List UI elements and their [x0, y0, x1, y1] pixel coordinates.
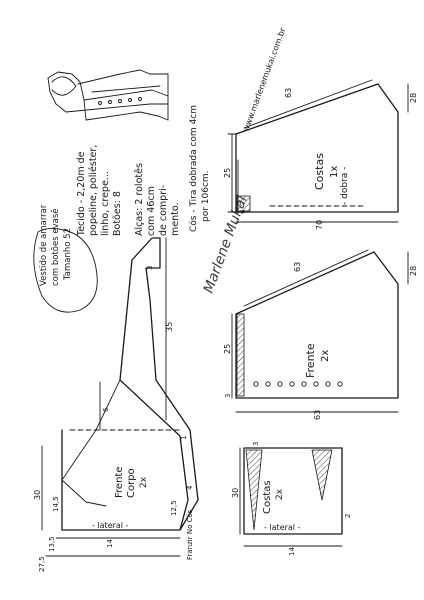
piece-frente: 63 28 25 3 63 Frente 2x [223, 249, 418, 420]
frente-corpo-length: 35 [165, 322, 174, 332]
piece-costas: 63 28 25 6 70 Costas 1x - dobra - [223, 79, 418, 230]
materials-buttons: Botões: 8 [112, 191, 123, 236]
frente-corpo-r2: 12,5 [170, 500, 178, 516]
frente-corpo-name: Frente [114, 467, 125, 498]
costas-top-measure: 63 [284, 88, 293, 98]
frente-bottom-measure: 63 [313, 410, 322, 420]
materials-straps: Alças: 2 rolotês [134, 163, 145, 236]
sash-line-2: por 106cm. [201, 170, 211, 222]
materials-fabric-types-2: linho, crepe... [100, 171, 111, 236]
title-bubble: Vestido de amarrar com botões evasê Tama… [33, 204, 98, 313]
costas-small-measure: 6 [239, 209, 247, 214]
costas-corpo-left: 30 [231, 488, 240, 498]
frente-corpo-top: 3 [146, 266, 154, 270]
materials-fabric-types: popeline, poliéster, [88, 145, 99, 236]
materials-fabric: Tecido - 2,20m de [76, 151, 87, 237]
frente-buttons [253, 381, 343, 387]
frente-corpo-left-b: 14,5 [52, 496, 60, 512]
frente-corpo-r1: 4 [186, 485, 194, 490]
frente-corpo-r3: 1 [180, 436, 188, 440]
piece-costas-corpo: 30 3 14 2 - lateral - Costas 2x [231, 442, 352, 556]
frente-corpo-lateral: - lateral - [92, 521, 129, 530]
costas-corpo-name: Costas [262, 480, 273, 514]
frente-corpo-b2: 14 [106, 539, 114, 548]
costas-count: 1x [329, 166, 340, 178]
title-line-2: com botões evasê [50, 209, 61, 286]
title-line-1: Vestido de amarrar [39, 204, 49, 286]
frente-top-measure: 63 [293, 262, 302, 272]
title-line-3: Tamanho 52 [63, 228, 73, 281]
costas-corpo-side: 2 [344, 514, 352, 518]
costas-corpo-count: 2x [275, 488, 285, 500]
sash-notes: Cós - Tira dobrada com 4cm por 106cm. [188, 105, 211, 232]
costas-corpo-top: 3 [252, 442, 260, 446]
materials-straps-2: com 46cm [146, 186, 157, 236]
costas-side-measure: 28 [409, 93, 418, 103]
frente-corpo-left-a: 30 [33, 490, 42, 500]
frente-corpo-sub: Corpo [126, 468, 137, 498]
costas-left-measure: 25 [223, 168, 232, 178]
piece-frente-corpo: 35 6 3 30 14,5 13,5 14 27,5 4 12,5 1 - l… [33, 237, 199, 572]
dress-sketch [47, 69, 169, 121]
frente-corpo-note: Franzir No Cós [186, 509, 194, 560]
materials-notes: Tecido - 2,20m de popeline, poliéster, l… [76, 145, 181, 237]
sash-line-1: Cós - Tira dobrada com 4cm [188, 105, 199, 232]
frente-corpo-mid: 6 [102, 407, 110, 412]
frente-small-measure: 3 [224, 394, 232, 398]
costas-fold: - dobra - [340, 167, 350, 205]
materials-straps-4: mento. [170, 202, 181, 236]
costas-corpo-bottom: 14 [288, 547, 296, 556]
materials-straps-3: de compri- [158, 185, 169, 236]
costas-corpo-lateral: - lateral - [264, 523, 301, 532]
website-url: www.marlenemukai.com.br [241, 26, 287, 133]
frente-side-measure: 28 [409, 266, 418, 276]
frente-name: Frente [304, 343, 317, 378]
frente-corpo-b3: 27,5 [38, 556, 46, 572]
costas-bottom-measure: 70 [315, 220, 324, 230]
frente-count: 2x [320, 350, 331, 362]
frente-corpo-b1: 13,5 [48, 536, 56, 552]
frente-left-measure: 25 [223, 344, 232, 354]
costas-name: Costas [313, 153, 326, 190]
frente-corpo-count: 2x [139, 476, 149, 488]
